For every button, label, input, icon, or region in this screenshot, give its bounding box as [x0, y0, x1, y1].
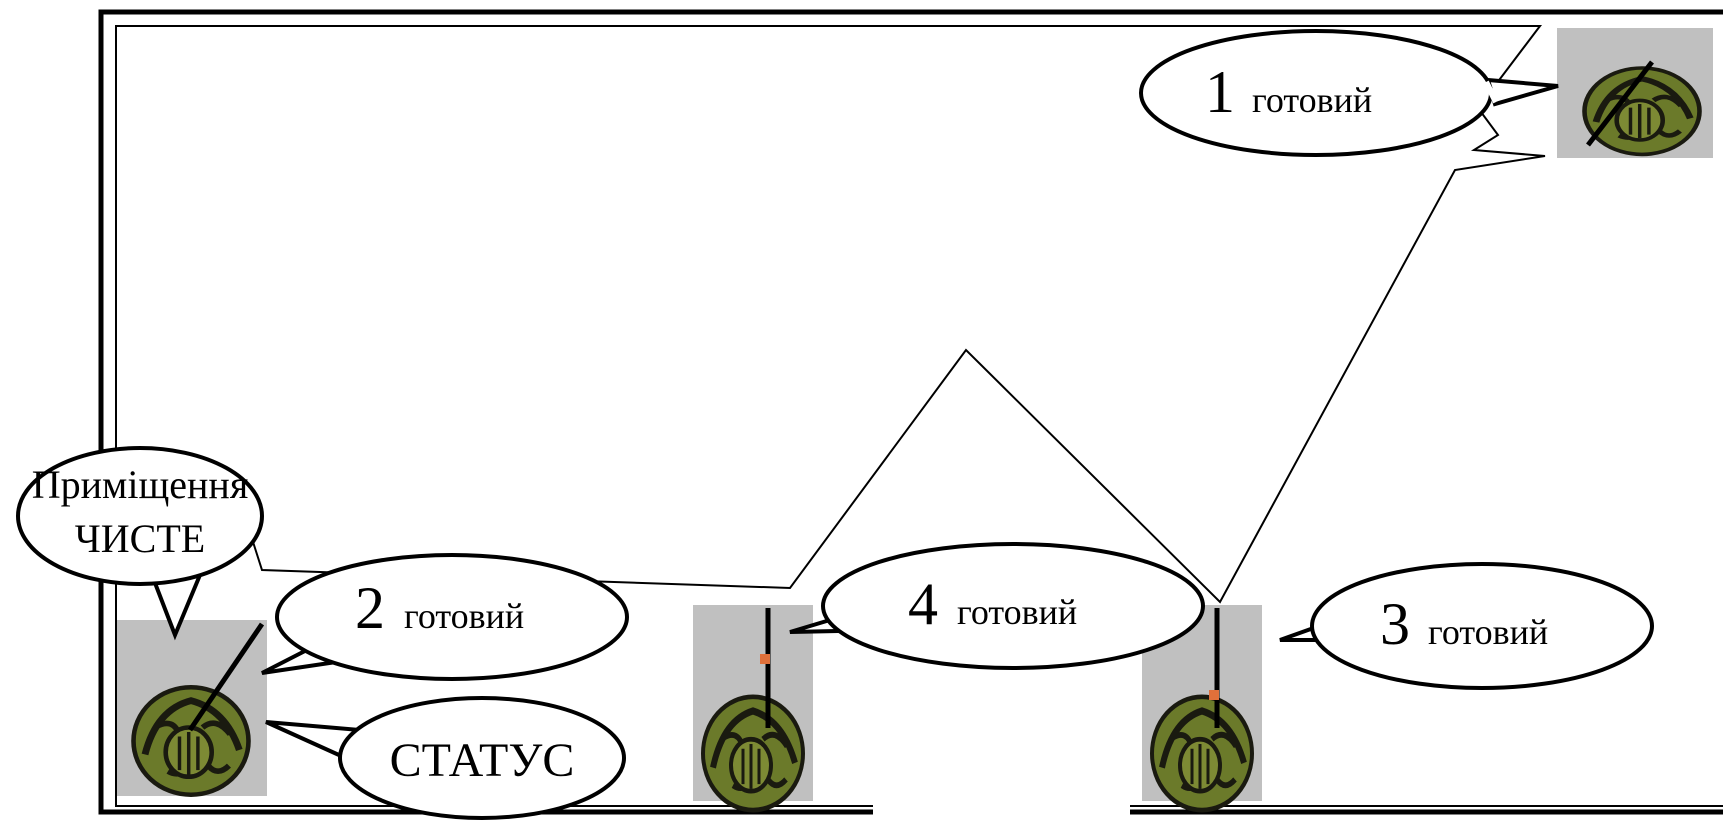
room-clear-callout: Приміщення ЧИСТЕ: [16, 446, 264, 641]
callout-1-status: готовий: [1252, 80, 1372, 120]
callout-3-number: 3: [1380, 591, 1410, 657]
soldier-icon: [1152, 697, 1252, 810]
soldier-4: [693, 605, 813, 810]
callout-3: 3 готовий: [1279, 562, 1654, 690]
callout-1-number: 1: [1205, 59, 1235, 125]
callout-3-status: готовий: [1428, 612, 1548, 652]
room-clear-line2: ЧИСТЕ: [75, 516, 205, 561]
status-label: СТАТУС: [390, 734, 575, 787]
soldier-icon: [1585, 68, 1700, 154]
callout-2-number: 2: [355, 575, 385, 641]
callout-4: 4 готовий: [789, 542, 1205, 670]
room-walls: [98, 9, 1723, 815]
room-clear-line1: Приміщення: [32, 462, 248, 507]
callout-4-number: 4: [908, 571, 938, 637]
soldier-icon: [703, 697, 803, 810]
soldier-icon: [134, 687, 249, 795]
status-callout: СТАТУС: [265, 696, 626, 820]
soldier-2: [117, 620, 267, 796]
callout-4-status: готовий: [957, 592, 1077, 632]
callout-1: 1 готовий: [1139, 29, 1559, 157]
callout-2: 2 готовий: [261, 553, 629, 681]
callout-2-status: готовий: [404, 596, 524, 636]
soldier-1: [1557, 28, 1713, 158]
